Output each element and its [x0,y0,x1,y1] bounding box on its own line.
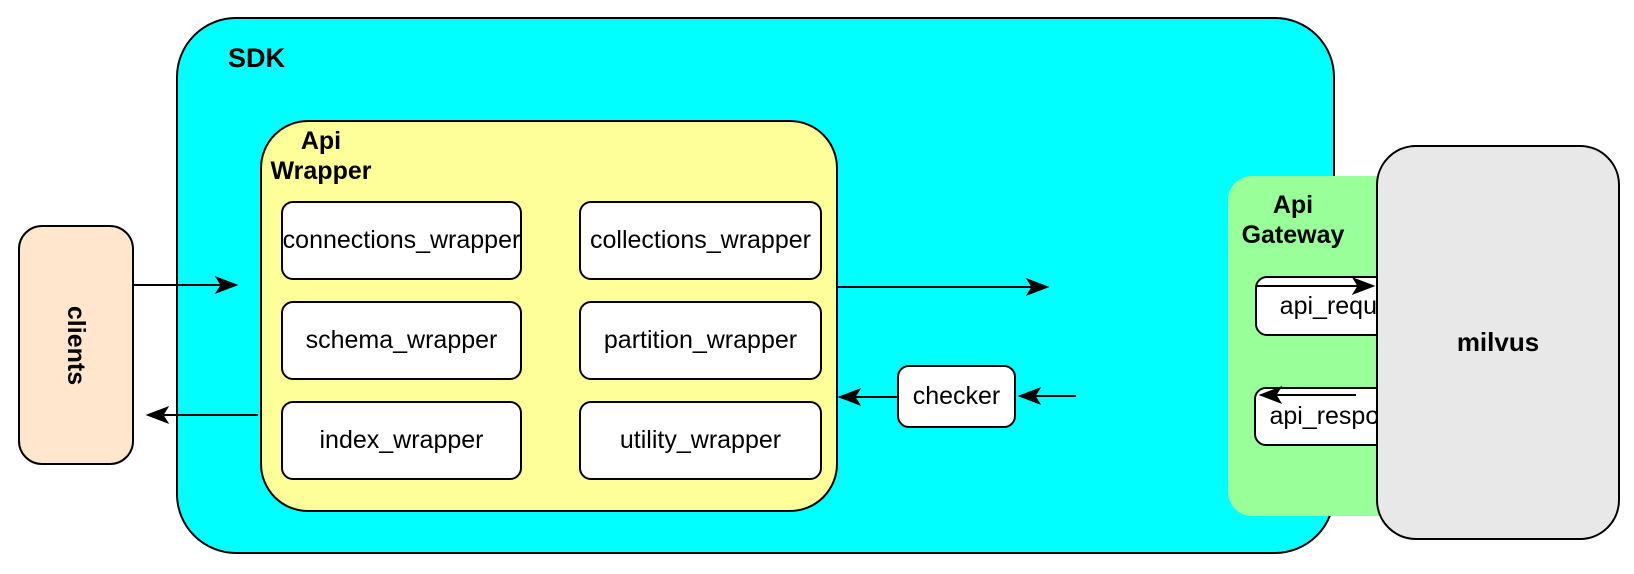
api-wrapper-label: Api Wrapper [270,127,372,185]
checker-node: checker [897,365,1016,428]
clients-node: clients [18,225,134,465]
milvus-node: milvus [1376,145,1620,540]
module-connections-wrapper: connections_wrapper [281,201,522,280]
api-wrapper-container: Api Wrapper connections_wrapper collecti… [260,120,838,512]
module-schema-wrapper: schema_wrapper [281,301,522,380]
module-index-wrapper: index_wrapper [281,401,522,480]
module-utility-wrapper: utility_wrapper [579,401,822,480]
sdk-label: SDK [228,43,286,73]
module-partition-wrapper: partition_wrapper [579,301,822,380]
module-collections-wrapper: collections_wrapper [579,201,822,280]
sdk-container: SDK Api Wrapper connections_wrapper coll… [176,17,1466,554]
api-gateway-label: Api Gateway [1241,191,1345,249]
milvus-label: milvus [1456,327,1540,357]
clients-label: clients [62,305,91,385]
